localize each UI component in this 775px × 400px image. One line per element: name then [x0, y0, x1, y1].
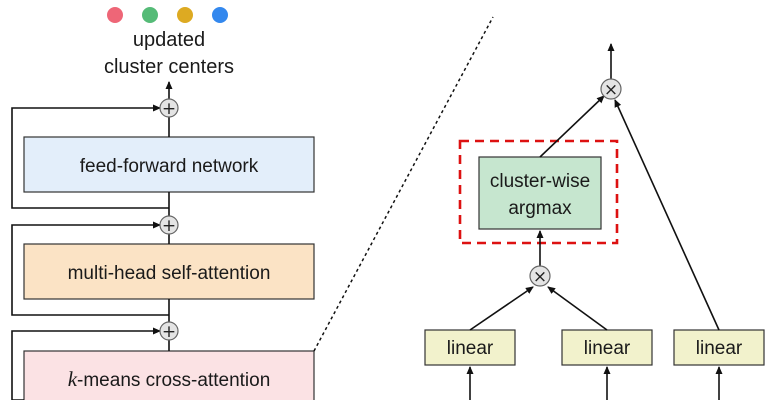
kmeans-label: k-means cross-attention: [68, 367, 271, 391]
linear-box-2: [561, 329, 653, 366]
legend-dot-yellow: [177, 7, 193, 23]
ffn-label: feed-forward network: [80, 156, 259, 177]
argmax-label-line2: argmax: [508, 198, 572, 219]
multiply-node-1: ×: [529, 265, 551, 287]
linear-box-3: [673, 329, 765, 366]
legend-caption-line2: cluster centers: [104, 56, 234, 78]
mhsa-label: multi-head self-attention: [68, 263, 271, 284]
argmax-label-line1: cluster-wise: [490, 171, 590, 192]
plus-node-3: +: [159, 321, 179, 342]
legend-dot-red: [107, 7, 123, 23]
linear-label-1: linear: [447, 338, 494, 359]
plus-node-2: +: [159, 215, 179, 236]
zoom-dotted-line: [313, 16, 494, 352]
plus-symbol-1: +: [162, 99, 176, 119]
argmax-box: [478, 156, 602, 230]
kmeans-label-rest: -means cross-attention: [77, 370, 270, 391]
legend-dot-blue: [212, 7, 228, 23]
mhsa-box: [23, 243, 315, 300]
residual-connections: [11, 104, 169, 400]
linear-label-3: linear: [696, 338, 743, 359]
legend-caption-line1: updated: [133, 29, 205, 51]
multiply-node-2: ×: [600, 78, 622, 100]
ffn-box: [23, 136, 315, 193]
kmeans-italic-k: k: [68, 367, 78, 391]
legend-dots: [107, 7, 228, 23]
plus-symbol-3: +: [162, 322, 176, 342]
argmax-highlight: [458, 139, 619, 245]
legend-dot-green: [142, 7, 158, 23]
times-symbol-2: ×: [604, 80, 618, 100]
plus-node-1: +: [159, 98, 179, 119]
plus-symbol-2: +: [162, 216, 176, 236]
linear-label-2: linear: [584, 338, 631, 359]
times-symbol-1: ×: [533, 267, 547, 287]
right-detail-connectors: [466, 43, 723, 400]
linear-box-1: [424, 329, 516, 366]
